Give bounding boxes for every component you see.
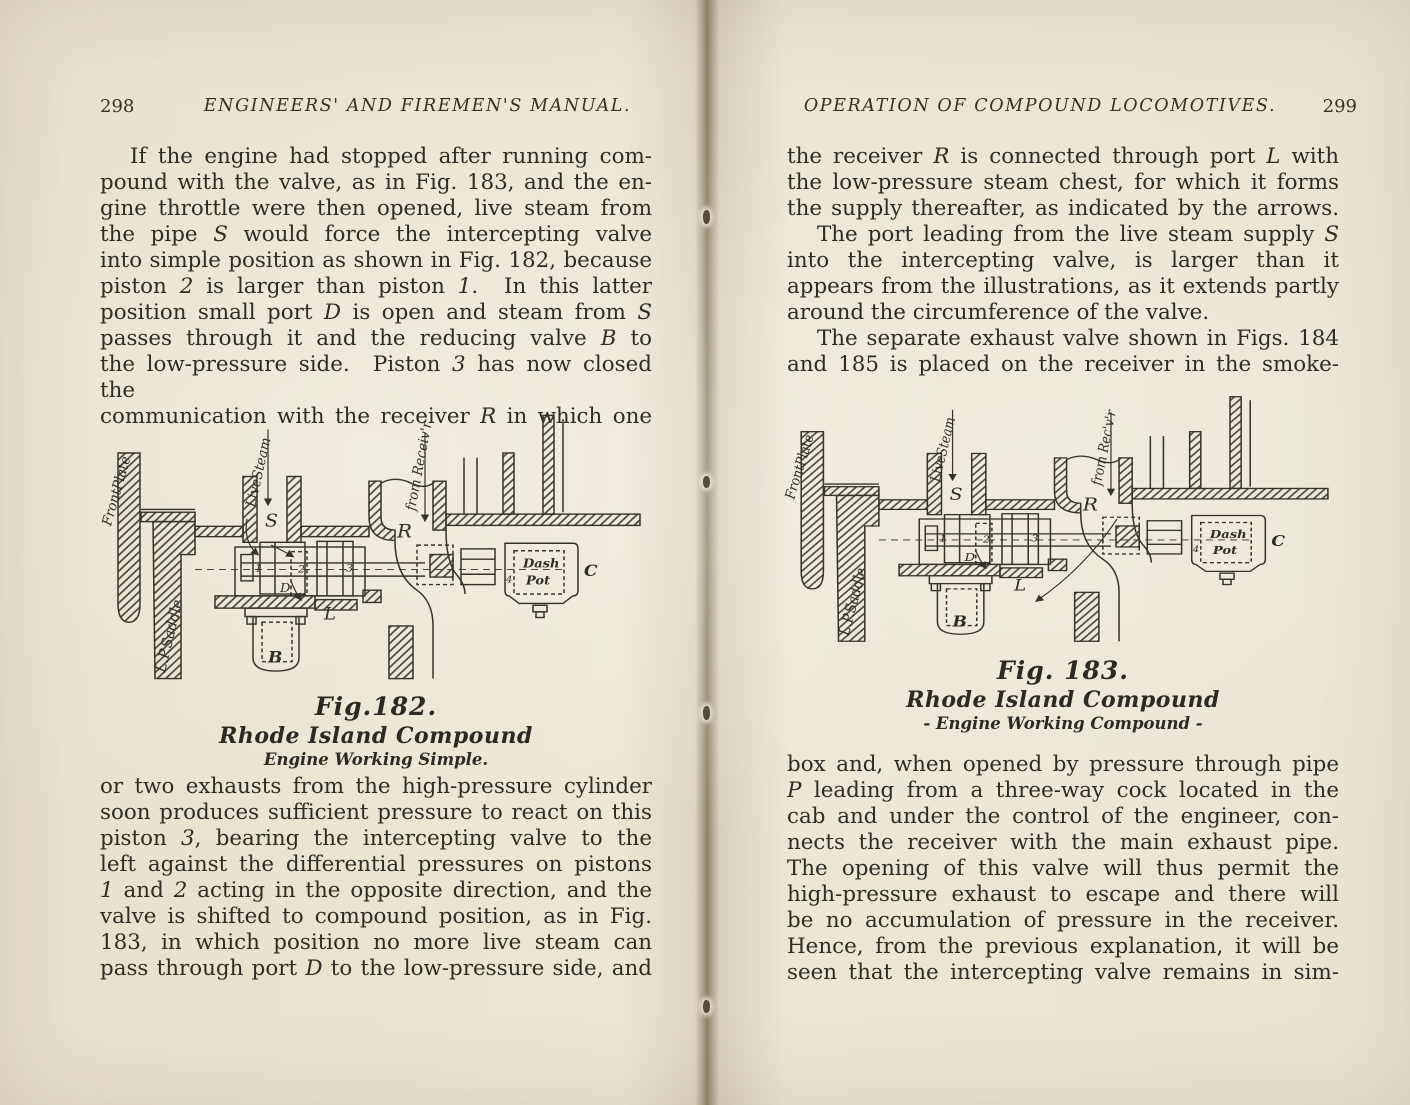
piston-1-label: 1 xyxy=(255,562,262,575)
piston-2-label: 2 xyxy=(297,563,305,576)
page-right: OPERATION OF COMPOUND LOCOMOTIVES. 299 t… xyxy=(755,0,1395,1105)
text-line: The opening of this valve will thus perm… xyxy=(787,856,1339,881)
piston-1-label: 1 xyxy=(939,533,946,544)
paragraph: the receiver R is connected through port… xyxy=(787,144,1339,222)
binding-stitch xyxy=(703,210,710,224)
text-line: gine throttle were then opened, live ste… xyxy=(100,196,652,221)
running-head-right: OPERATION OF COMPOUND LOCOMOTIVES. xyxy=(803,96,1277,116)
b-label: B xyxy=(267,648,282,666)
text-line: 183, in which position no more live stea… xyxy=(100,930,652,955)
live-steam-label: LiveSteam xyxy=(928,416,960,484)
text-line: the low-pressure side. Piston 3 has now … xyxy=(100,352,652,403)
fig-183-diagram: FrontPlate LiveSteam S from Rec'v'r R L.… xyxy=(783,396,1329,642)
fig-183-caption: Fig. 183. Rhode Island Compound - Engine… xyxy=(787,656,1339,733)
d-label: D xyxy=(964,551,976,564)
piston-4-label: 4 xyxy=(1192,545,1199,555)
text-line: box and, when opened by pressure through… xyxy=(787,752,1339,777)
left-header: 298 ENGINEERS' AND FIREMEN'S MANUAL. xyxy=(100,96,680,120)
text-line: high-pressure exhaust to escape and ther… xyxy=(787,882,1339,907)
text-line: and 185 is placed on the receiver in the… xyxy=(787,352,1339,377)
pot-label: Pot xyxy=(1212,543,1238,557)
page-left: 298 ENGINEERS' AND FIREMEN'S MANUAL. If … xyxy=(70,0,710,1105)
text-line: cab and under the control of the enginee… xyxy=(787,804,1339,829)
fig-183-subtitle: - Engine Working Compound - xyxy=(923,714,1203,733)
fig-183-number: Fig. 183. xyxy=(996,656,1130,685)
text-line: If the engine had stopped after running … xyxy=(130,144,652,169)
paragraph: The port leading from the live steam sup… xyxy=(787,222,1339,326)
text-line: piston 3, bearing the intercepting valve… xyxy=(100,826,652,851)
text-line: the receiver R is connected through port… xyxy=(787,144,1339,169)
piston-4-label: 4 xyxy=(505,575,512,586)
text-line: the supply thereafter, as indicated by t… xyxy=(787,196,1339,221)
live-steam-label: LiveSteam xyxy=(243,436,275,509)
text-line: Hence, from the previous explanation, it… xyxy=(787,934,1339,959)
text-line: seen that the intercepting valve remains… xyxy=(787,960,1339,985)
page-number-right: 299 xyxy=(1322,96,1357,117)
fig-182-title: Rhode Island Compound xyxy=(219,723,533,749)
binding-stitch xyxy=(703,476,710,488)
text-line: The separate exhaust valve shown in Figs… xyxy=(817,326,1339,351)
text-line: pass through port D to the low-pressure … xyxy=(100,956,652,981)
right-header: OPERATION OF COMPOUND LOCOMOTIVES. 299 xyxy=(785,96,1365,120)
text-line: valve is shifted to compound position, a… xyxy=(100,904,652,929)
from-receiver-label: from Receiv'r xyxy=(403,419,436,513)
text-line: around the circumference of the valve. xyxy=(787,300,1210,325)
s-label: S xyxy=(950,485,963,504)
page-number-left: 298 xyxy=(100,96,135,117)
s-label: S xyxy=(265,511,278,531)
r-label: R xyxy=(396,520,412,542)
l-label: L xyxy=(323,605,336,624)
text-line: appears from the illustrations, as it ex… xyxy=(787,274,1339,299)
text-line: piston 2 is larger than piston 1. In thi… xyxy=(100,274,652,299)
r-label: R xyxy=(1082,495,1098,515)
paragraph: box and, when opened by pressure through… xyxy=(787,752,1339,986)
fig-182-caption: Fig.182. Rhode Island Compound Engine Wo… xyxy=(100,692,652,769)
text-line: the pipe S would force the intercepting … xyxy=(100,222,652,247)
text-line: be no accumulation of pressure in the re… xyxy=(787,908,1339,933)
text-line: soon produces sufficient pressure to rea… xyxy=(100,800,652,825)
text-line: into simple position as shown in Fig. 18… xyxy=(100,248,652,273)
text-line: The port leading from the live steam sup… xyxy=(817,222,1339,247)
fig-182-subtitle: Engine Working Simple. xyxy=(263,750,489,769)
piston-2-label: 2 xyxy=(982,534,990,545)
paragraph: The separate exhaust valve shown in Figs… xyxy=(787,326,1339,378)
text-line: P leading from a three-way cock located … xyxy=(787,778,1339,803)
piston-3-label: 3 xyxy=(1031,533,1038,544)
c-label: C xyxy=(1271,532,1285,550)
binding-stitch xyxy=(703,1000,710,1013)
text-line: position small port D is open and steam … xyxy=(100,300,652,325)
text-line: passes through it and the reducing valve… xyxy=(100,326,652,351)
running-head-left: ENGINEERS' AND FIREMEN'S MANUAL. xyxy=(203,96,632,116)
figure-182: FrontPlate LiveSteam S from Receiv'r R L… xyxy=(95,406,650,692)
text-line: or two exhausts from the high-pressure c… xyxy=(100,774,652,799)
dash-label: Dash xyxy=(1209,527,1247,541)
d-label: D xyxy=(279,580,290,595)
text-line: the low-pressure steam chest, for which … xyxy=(787,170,1339,195)
text-line: pound with the valve, as in Fig. 183, an… xyxy=(100,170,652,195)
c-label: C xyxy=(584,562,598,580)
paragraph: or two exhausts from the high-pressure c… xyxy=(100,774,652,982)
text-line: left against the differential pressures … xyxy=(100,852,652,877)
figure-183: FrontPlate LiveSteam S from Rec'v'r R L.… xyxy=(778,388,1338,654)
from-receiver-label: from Rec'v'r xyxy=(1089,409,1120,488)
fig-183-title: Rhode Island Compound xyxy=(906,687,1220,713)
text-line: 1 and 2 acting in the opposite direction… xyxy=(100,878,652,903)
pot-label: Pot xyxy=(525,573,550,588)
fig-182-diagram: FrontPlate LiveSteam S from Receiv'r R L… xyxy=(99,414,641,680)
l-label: L xyxy=(1013,577,1026,596)
fig-182-number: Fig.182. xyxy=(314,692,438,721)
paragraph: If the engine had stopped after running … xyxy=(100,144,652,430)
text-line: nects the receiver with the main exhaust… xyxy=(787,830,1339,855)
piston-3-label: 3 xyxy=(346,562,353,575)
binding-stitch xyxy=(703,706,710,720)
dash-label: Dash xyxy=(522,556,559,571)
text-line: communication with the receiver R in whi… xyxy=(100,404,653,429)
b-label: B xyxy=(951,613,967,631)
text-line: into the intercepting valve, is larger t… xyxy=(787,248,1339,273)
